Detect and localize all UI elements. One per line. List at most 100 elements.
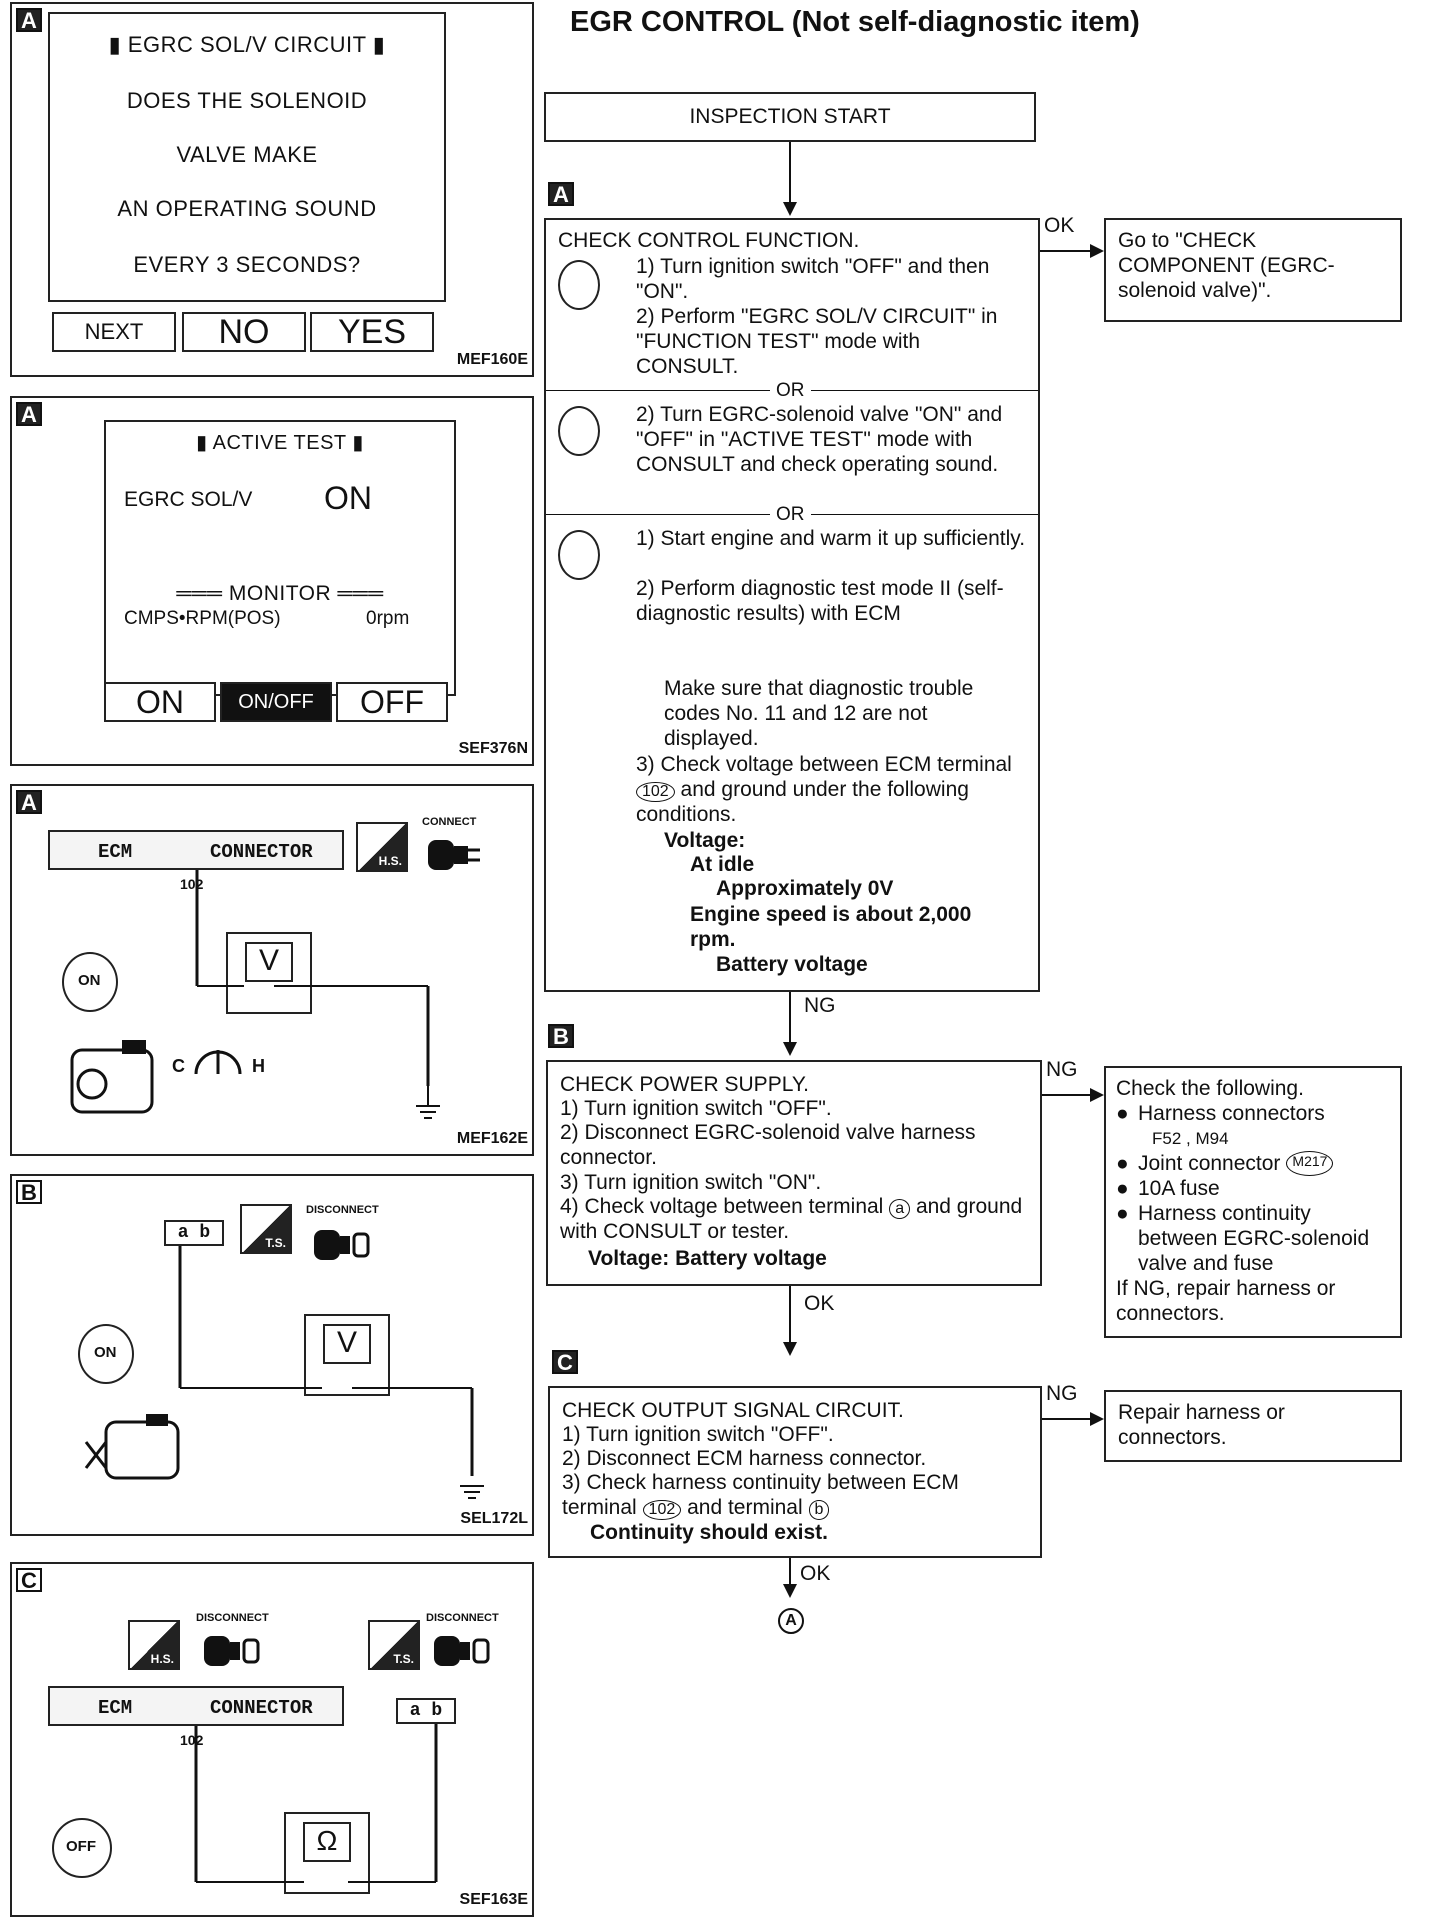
connector-pins: a b [177,1223,211,1243]
connector-plug-icon [314,1230,370,1260]
condition-idle: At idle [690,853,755,876]
active-test-value: ON [324,480,372,516]
ecm-connector: ECM CONNECTOR [48,1686,344,1726]
ecm-voltage-check-diagram: A ECM CONNECTOR 102 H.S. CONNECT V ON C … [10,784,534,1156]
voltmeter: V [226,932,312,1014]
ignition-key-icon: ON [78,1324,134,1384]
ts-label: T.S. [393,1652,414,1666]
check-c-step: 2) Disconnect ECM harness connector. [562,1447,927,1470]
connector-line [1042,1094,1094,1096]
go-to-check-component-box: Go to "CHECK COMPONENT (EGRC-solenoid va… [1104,218,1402,322]
output-signal-check-diagram: C H.S. DISCONNECT T.S. DISCONNECT ECM CO… [10,1562,534,1917]
connector-line [1040,250,1092,252]
end-connector-label: A [785,1612,797,1629]
bullet-icon: ● [1116,1202,1129,1225]
check-c-step: 1) Turn ignition switch "OFF". [562,1423,834,1446]
figure-code: MEF160E [456,351,528,368]
terminal-side-icon: T.S. [240,1204,292,1254]
check-a-step: 3) Check voltage between ECM terminal 10… [636,752,1026,827]
key-position-label: ON [94,1344,117,1361]
check-c-step-text: 3) Check harness continuity between ECM … [562,1471,959,1519]
monitor-header: ═══ MONITOR ═══ [176,582,384,605]
ignition-key-icon: ON [62,952,118,1012]
check-following-box: Check the following. ● Harness connectors… [1104,1066,1402,1338]
cold-label: C [172,1056,185,1076]
check-b-step-text: and ground with CONSULT or tester. [560,1195,1023,1243]
figure-code: SEF163E [459,1891,528,1908]
check-a-step-text: 3) Check voltage between ECM terminal [636,753,1012,776]
ts-label: T.S. [265,1236,286,1250]
connector-line [789,992,791,1042]
temperature-gauge-icon [194,1050,242,1075]
connector-pins: a b [409,1701,443,1721]
ignition-key-icon: OFF [52,1818,112,1878]
on-off-button[interactable]: ON/OFF [220,682,332,722]
connector-line [1042,1418,1094,1420]
ecm-label: ECM [98,1697,133,1719]
connector-ref-badge: M217 [1286,1151,1334,1176]
check-a-step: 2) Perform diagnostic test mode II (self… [636,577,1004,625]
or-label: OR [770,378,811,403]
connector-line [789,1286,791,1342]
repair-harness-box: Repair harness or connectors. [1104,1390,1402,1462]
check-item: ●10A fuse [1116,1176,1390,1201]
consult-active-test-panel: A ▮ ACTIVE TEST ▮ EGRC SOL/V ON ═══ MONI… [10,396,534,766]
check-a-step: 1) Start engine and warm it up sufficien… [636,527,1026,550]
ng-label: NG [1046,1382,1078,1405]
ok-label: OK [804,1292,835,1315]
check-b-step: 1) Turn ignition switch "OFF". [560,1097,832,1120]
check-item-text: Harness connectors [1138,1102,1325,1125]
ok-label: OK [1044,214,1075,237]
check-control-function-box: CHECK CONTROL FUNCTION. 1) Turn ignition… [544,218,1040,992]
wiring [178,1246,484,1499]
disconnect-label: DISCONNECT [426,1612,499,1624]
wiring [195,870,440,1119]
hs-label: H.S. [150,1652,174,1666]
step-tag: B [16,1180,42,1204]
no-button[interactable]: NO [182,312,306,352]
off-button[interactable]: OFF [336,682,448,722]
result-c-text: Repair harness or connectors. [1118,1401,1285,1449]
ng-label: NG [1046,1058,1078,1081]
wiring [194,1724,438,1883]
check-a-note: Make sure that diagnostic trouble codes … [664,677,974,750]
consult-icon [558,406,600,456]
check-a-title: CHECK CONTROL FUNCTION. [558,229,860,252]
on-button[interactable]: ON [104,682,216,722]
step-tag-a: A [548,182,574,206]
value-idle: Approximately 0V [716,877,894,900]
disconnect-label: DISCONNECT [306,1204,379,1216]
active-test-item: EGRC SOL/V [124,488,253,511]
check-following-title: Check the following. [1116,1077,1304,1100]
step-tag: A [16,8,42,32]
arrow-down-icon [783,1042,797,1056]
step-tag-b: B [548,1024,574,1048]
arrow-down-icon [783,1342,797,1356]
monitor-item: CMPS•RPM(POS) [124,608,281,629]
connector-plug-icon [204,1636,260,1666]
step-tag-c: C [552,1350,578,1374]
hot-label: H [252,1056,265,1076]
terminal-102-badge: 102 [642,1500,682,1520]
check-a-step: 1) Turn ignition switch "OFF" and then "… [636,255,990,303]
connector-plug-icon [434,1636,490,1666]
check-a-step: 2) Perform "EGRC SOL/V CIRCUIT" in "FUNC… [636,305,998,378]
connector-label: CONNECTOR [210,841,313,863]
ohmmeter: Ω [284,1812,370,1894]
next-button[interactable]: NEXT [52,312,176,352]
ecm-connector: ECM CONNECTOR [48,830,344,870]
voltmeter-symbol: V [323,1324,371,1364]
connector-line [789,142,791,202]
arrow-right-icon [1090,1412,1104,1426]
inspection-start-label: INSPECTION START [689,105,891,128]
yes-button[interactable]: YES [310,312,434,352]
page-title: EGR CONTROL (Not self-diagnostic item) [570,6,1140,38]
screen-header: ▮ EGRC SOL/V CIRCUIT ▮ [108,32,386,57]
voltmeter-symbol: V [245,942,293,982]
or-label: OR [770,502,811,527]
connector-label: CONNECTOR [210,1697,313,1719]
step-tag: A [16,402,42,426]
harness-side-icon: H.S. [356,822,408,872]
check-b-step: 2) Disconnect EGRC-solenoid valve harnes… [560,1121,976,1169]
